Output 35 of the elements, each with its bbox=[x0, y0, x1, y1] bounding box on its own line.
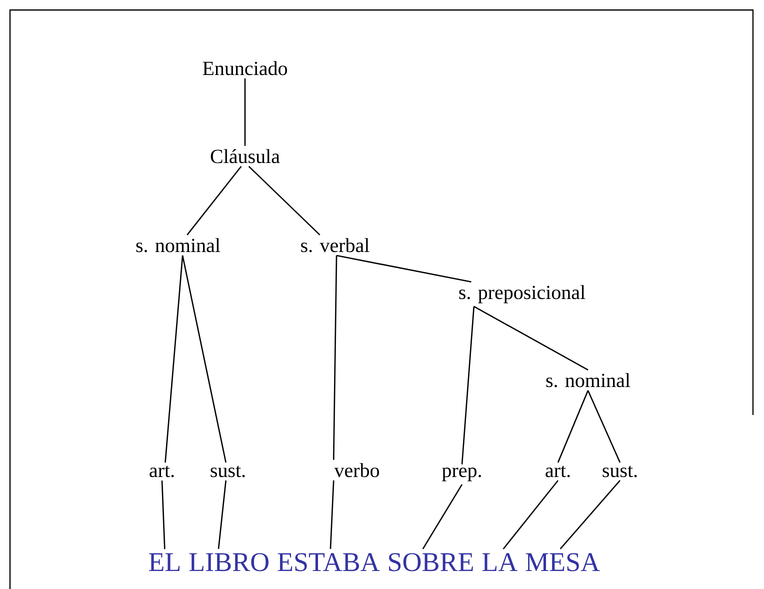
tree-branch bbox=[182, 255, 227, 463]
tree-branch bbox=[422, 484, 463, 550]
tree-label: prep. bbox=[442, 468, 481, 482]
tree-branch bbox=[186, 166, 242, 236]
tree-branch bbox=[330, 480, 334, 549]
tree-branch bbox=[244, 78, 246, 146]
tree-branch bbox=[164, 255, 184, 463]
tree-branch bbox=[502, 480, 558, 550]
tree-label: s. verbal bbox=[301, 238, 370, 252]
tree-branch bbox=[560, 480, 620, 550]
tree-branch bbox=[461, 306, 475, 464]
tree-label: s. nominal bbox=[546, 373, 630, 388]
tree-branch bbox=[332, 255, 338, 460]
sentence-word: LA bbox=[482, 553, 518, 571]
tree-branch bbox=[336, 254, 472, 283]
tree-label: Enunciado bbox=[202, 61, 288, 76]
tree-branch bbox=[557, 390, 589, 463]
tree-branch bbox=[248, 166, 320, 236]
tree-label: s. preposicional bbox=[459, 285, 586, 304]
sentence-word: EL bbox=[149, 553, 180, 571]
tree-branch bbox=[587, 390, 621, 463]
tree-branch bbox=[218, 480, 227, 549]
sentence-word: MESA bbox=[526, 553, 600, 572]
tree-label: art. bbox=[150, 466, 174, 478]
tree-label: sust. bbox=[602, 466, 637, 478]
tree-label: s. nominal bbox=[136, 238, 220, 252]
sentence-word: ESTABA bbox=[278, 553, 380, 572]
tree-label: Cláusula bbox=[210, 149, 280, 164]
tree-label: sust. bbox=[210, 466, 245, 478]
sentence-word: SOBRE bbox=[389, 553, 473, 572]
tree-branch bbox=[161, 480, 166, 550]
tree-branch bbox=[474, 306, 588, 370]
tree-label: verbo bbox=[334, 463, 379, 478]
sentence-word: LIBRO bbox=[189, 553, 268, 572]
tree-label: art. bbox=[546, 466, 570, 478]
